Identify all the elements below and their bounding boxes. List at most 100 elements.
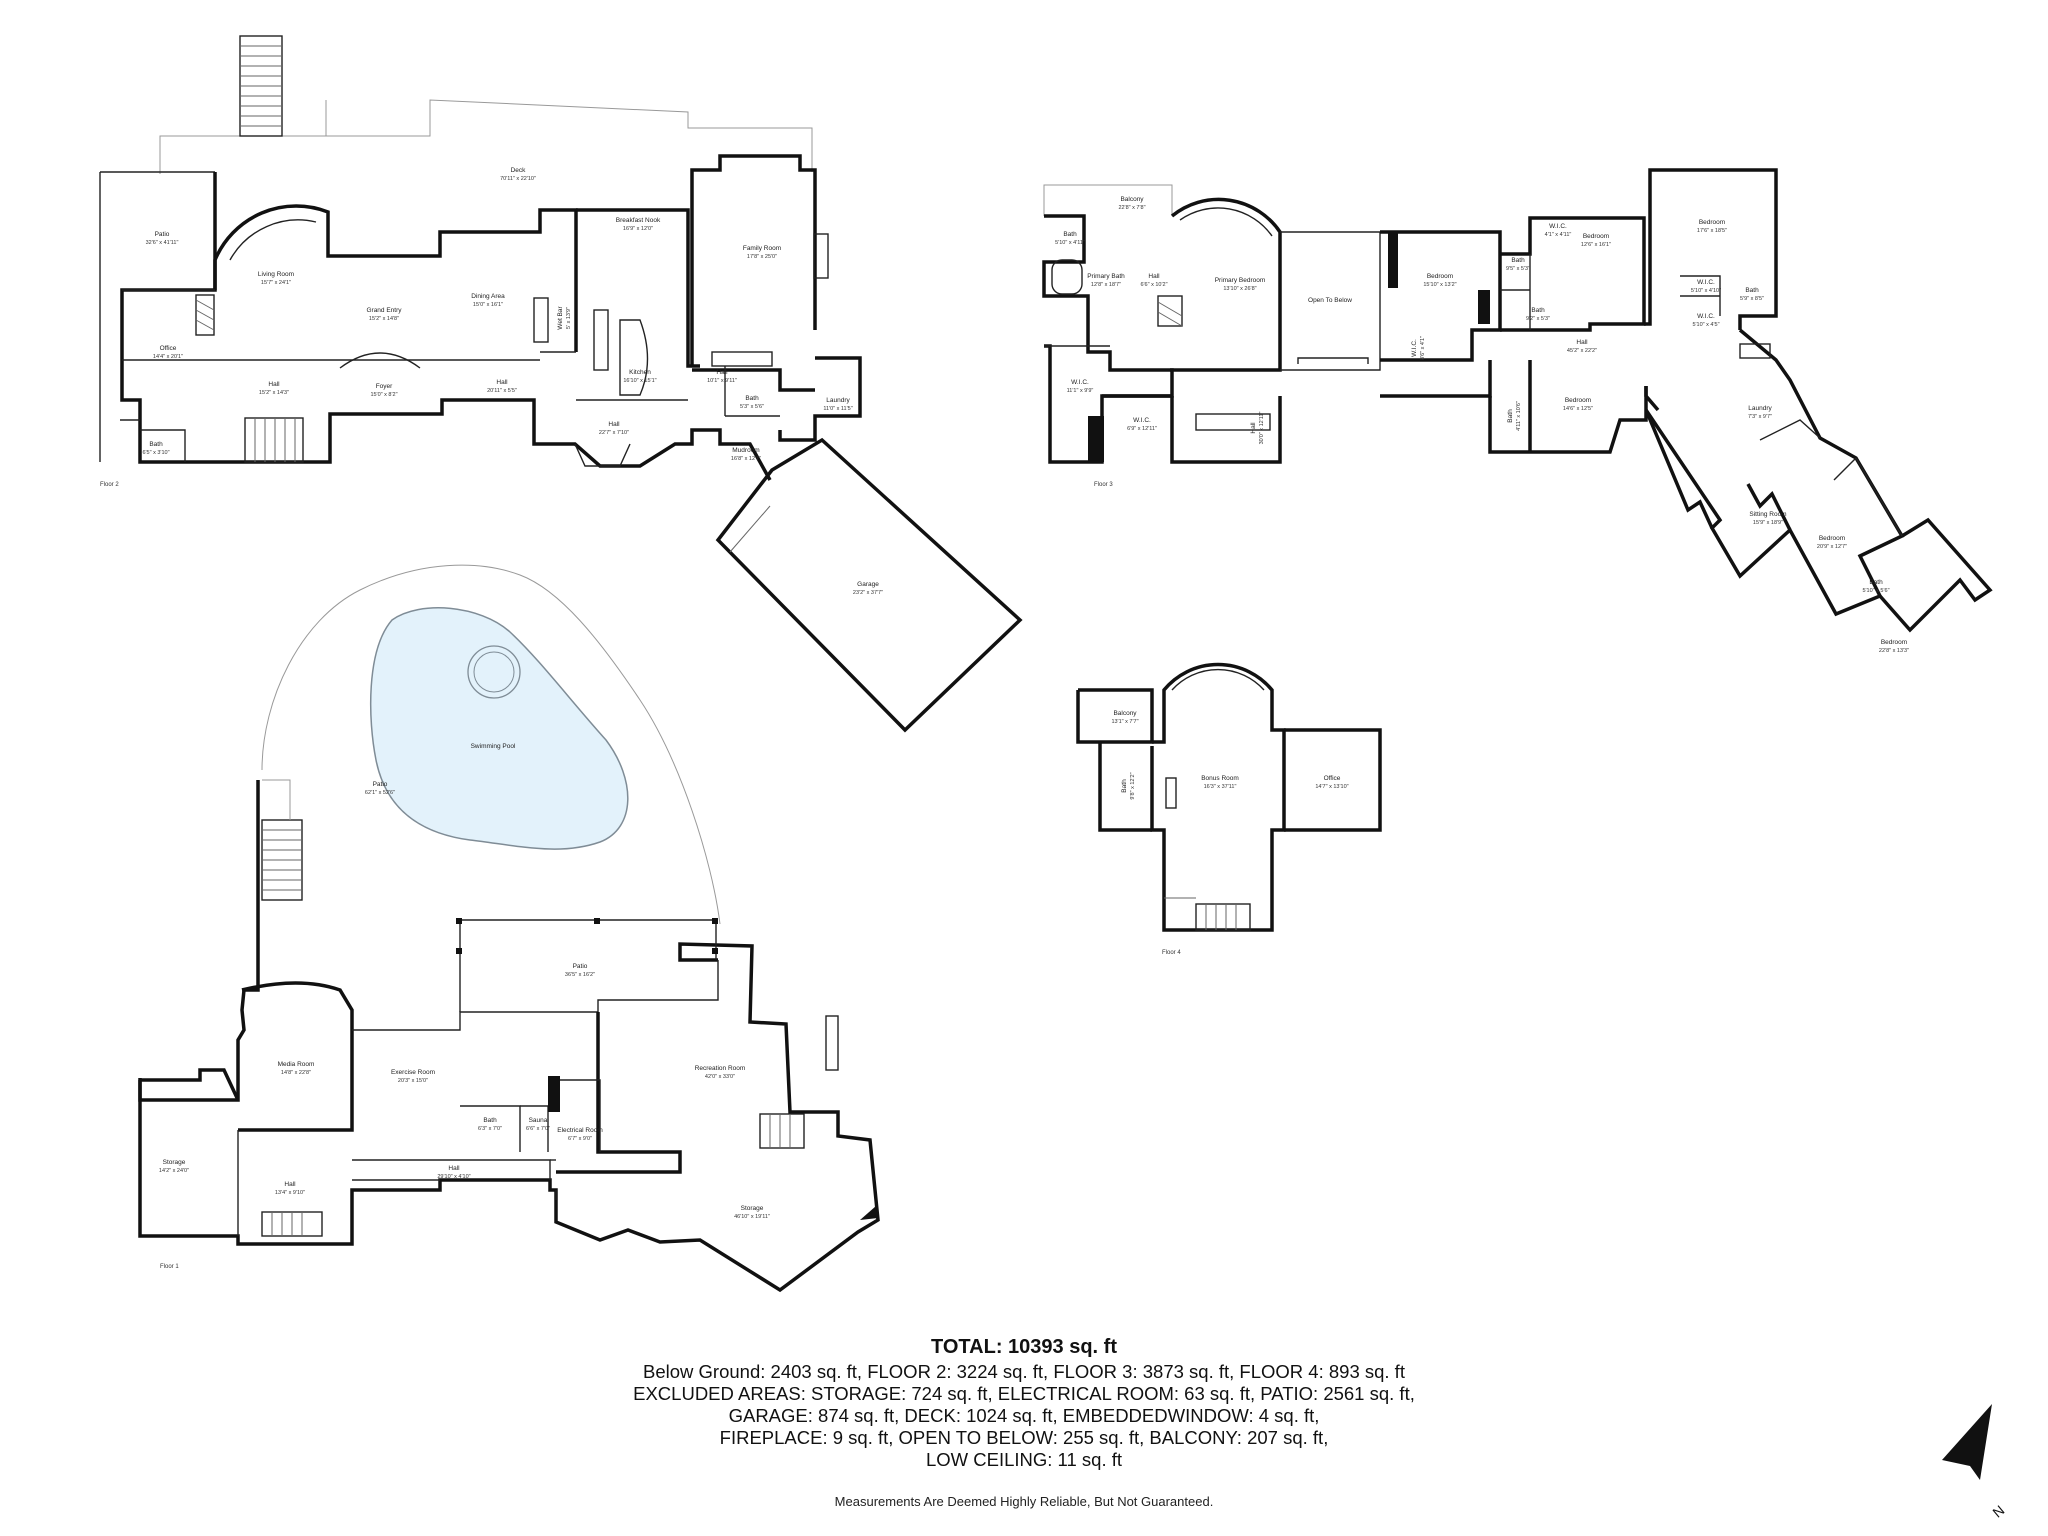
summary-line-3: GARAGE: 874 sq. ft, DECK: 1024 sq. ft, E…: [728, 1405, 1320, 1426]
room-primary-bedroom: Primary Bedroom 13'10" x 26'8": [1215, 277, 1266, 292]
room-name: Hall: [268, 381, 280, 388]
room-dimensions: 20'3" x 15'0": [398, 1078, 428, 1084]
room-dimensions: 11'1" x 9'9": [1067, 388, 1094, 394]
room-dimensions: 17'8" x 25'0": [747, 254, 777, 260]
summary-line-2: EXCLUDED AREAS: STORAGE: 724 sq. ft, ELE…: [633, 1383, 1415, 1404]
room-dimensions: 15'10" x 13'2": [1423, 282, 1456, 288]
room-dimensions: 30'0" x 12'11": [1259, 412, 1265, 445]
disclaimer: Measurements Are Deemed Highly Reliable,…: [834, 1494, 1214, 1509]
room-swimming-pool: Swimming Pool: [471, 743, 516, 750]
room-dimensions: 16'10" x 15'1": [623, 378, 656, 384]
room-name: Primary Bedroom: [1215, 277, 1266, 284]
room-name: Office: [160, 345, 177, 352]
room-dimensions: 6'3" x 7'0": [478, 1126, 502, 1132]
summary-line-5: LOW CEILING: 11 sq. ft: [925, 1449, 1123, 1470]
room-name: Hall: [716, 369, 728, 376]
room-bath: Bath 5'3" x 5'6": [740, 395, 764, 410]
room-dimensions: 14'7" x 13'10": [1315, 784, 1348, 790]
room-dimensions: 13'4" x 9'10": [275, 1190, 305, 1196]
room-name: Family Room: [743, 245, 781, 252]
room-name: W.I.C.: [1697, 313, 1715, 320]
room-name: Storage: [741, 1205, 764, 1212]
floor-1-plan: [138, 564, 880, 1293]
floor-3-label: Floor 3: [1094, 482, 1113, 488]
room-name: W.I.C.: [1549, 223, 1567, 230]
room-name: Bedroom: [1583, 233, 1609, 240]
room-name: Bath: [1507, 409, 1514, 423]
room-dimensions: 12'6" x 16'1": [1581, 242, 1611, 248]
room-bedroom: Bedroom 12'6" x 16'1": [1581, 233, 1611, 248]
room-dimensions: 22'7" x 7'10": [599, 430, 629, 436]
room-name: Media Room: [278, 1061, 315, 1068]
room-name: Bath: [1511, 257, 1525, 264]
room-dimensions: 9'5" x 5'3": [1506, 266, 1530, 272]
room-w-i-c-: W.I.C.5'10" x 4'5": [1692, 313, 1719, 328]
room-name: W.I.C.: [1071, 379, 1089, 386]
room-name: Bath: [745, 395, 759, 402]
room-dimensions: 62'1" x 52'6": [365, 790, 395, 796]
room-dimensions: 9'8" x 12'2": [1130, 772, 1136, 799]
room-name: Sauna: [529, 1117, 548, 1124]
room-name: Hall: [1576, 339, 1588, 346]
room-w-i-c-: W.I.C.6'9" x 12'11": [1127, 417, 1157, 432]
summary-line-1: Below Ground: 2403 sq. ft, FLOOR 2: 3224…: [643, 1361, 1405, 1382]
room-dimensions: 20'11" x 5'5": [487, 388, 517, 394]
room-dimensions: 46'10" x 19'11": [734, 1214, 770, 1220]
room-dimensions: 16'3" x 37'11": [1204, 784, 1237, 790]
room-name: Bath: [1531, 307, 1545, 314]
room-dimensions: 13'10" x 26'8": [1223, 286, 1256, 292]
room-w-i-c-: W.I.C.5'10" x 4'10": [1691, 279, 1721, 294]
room-name: Living Room: [258, 271, 294, 278]
room-name: Open To Below: [1308, 297, 1352, 304]
room-dimensions: 15'7" x 24'1": [261, 280, 291, 286]
room-dimensions: 6'6" x 10'2": [1140, 282, 1167, 288]
room-dimensions: 14'6" x 12'5": [1563, 406, 1593, 412]
room-dimensions: 32'6" x 41'11": [146, 240, 179, 246]
room-name: Bath: [1063, 231, 1077, 238]
room-name: Deck: [511, 167, 527, 174]
room-w-i-c-: W.I.C. 11'1" x 9'9": [1067, 379, 1094, 394]
room-dimensions: 13'1" x 7'7": [1111, 719, 1138, 725]
room-dimensions: 16'9" x 12'0": [623, 226, 653, 232]
room-open-to-below: Open To Below: [1308, 297, 1352, 304]
room-name: Mudroom: [732, 447, 759, 454]
room-name: Bath: [483, 1117, 497, 1124]
room-dimensions: 6'7" x 9'0": [568, 1136, 592, 1142]
room-dimensions: 5'3" x 5'6": [740, 404, 764, 410]
room-name: Grand Entry: [366, 307, 402, 314]
room-dimensions: 5'10" x 5'6": [1862, 588, 1889, 594]
room-dimensions: 15'2" x 14'8": [369, 316, 399, 322]
room-name: W.I.C.: [1411, 339, 1418, 357]
room-dimensions: 17'6" x 18'5": [1697, 228, 1727, 234]
room-name: Laundry: [1748, 405, 1772, 412]
summary-line-4: FIREPLACE: 9 sq. ft, OPEN TO BELOW: 255 …: [719, 1427, 1329, 1448]
room-name: Swimming Pool: [471, 743, 516, 750]
room-name: Primary Bath: [1087, 273, 1125, 280]
room-dimensions: 8'6" x 4'1": [1420, 336, 1426, 360]
room-name: Bath: [149, 441, 163, 448]
room-name: Breakfast Nook: [616, 217, 661, 224]
